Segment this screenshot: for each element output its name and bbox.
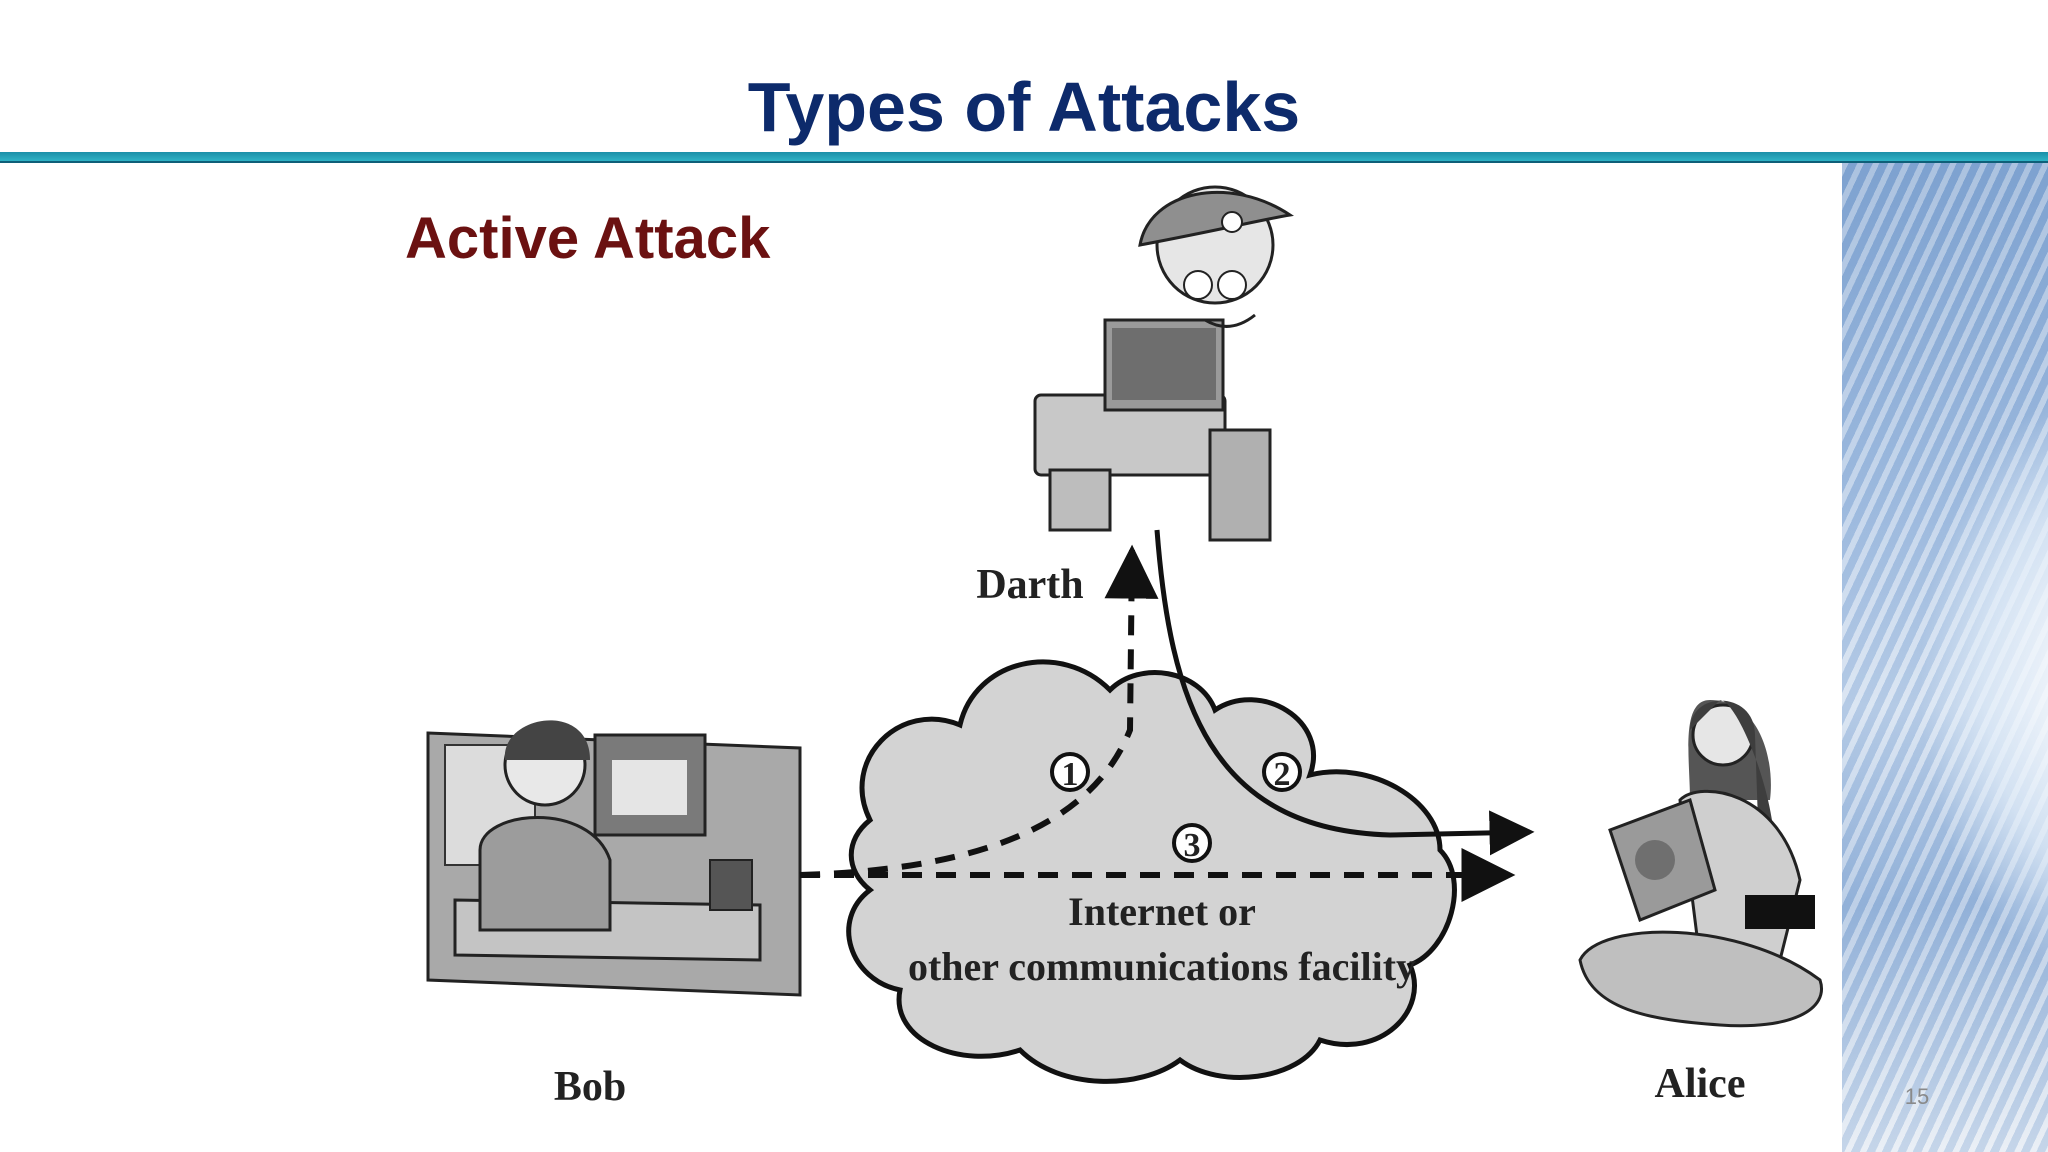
step-marker-1: 1 <box>1050 752 1090 793</box>
svg-text:2: 2 <box>1274 756 1291 793</box>
arrow-step-2 <box>1154 529 1535 856</box>
decorative-side-panel <box>1842 163 2048 1152</box>
network-cloud <box>846 659 1457 1084</box>
label-alice: Alice <box>1655 1061 1746 1107</box>
network-label-line-1: Internet or <box>1068 889 1256 934</box>
arrow-step-1 <box>799 544 1159 878</box>
svg-text:3: 3 <box>1184 827 1201 864</box>
network-label-line-2: other communications facility <box>908 944 1416 989</box>
step-marker-2: 2 <box>1262 752 1302 793</box>
alice-illustration <box>1578 700 1823 1028</box>
svg-text:1: 1 <box>1062 756 1079 793</box>
title-rule <box>0 152 2048 161</box>
slide-title: Types of Attacks <box>747 68 1301 146</box>
label-darth: Darth <box>976 562 1083 608</box>
darth-illustration <box>1033 185 1294 542</box>
bob-illustration <box>426 720 802 997</box>
page-number: 15 <box>1904 1084 1930 1109</box>
label-bob: Bob <box>554 1064 626 1110</box>
title-rule-shadow <box>0 161 2048 163</box>
step-marker-3: 3 <box>1172 823 1212 864</box>
slide-subtitle: Active Attack <box>405 206 771 271</box>
